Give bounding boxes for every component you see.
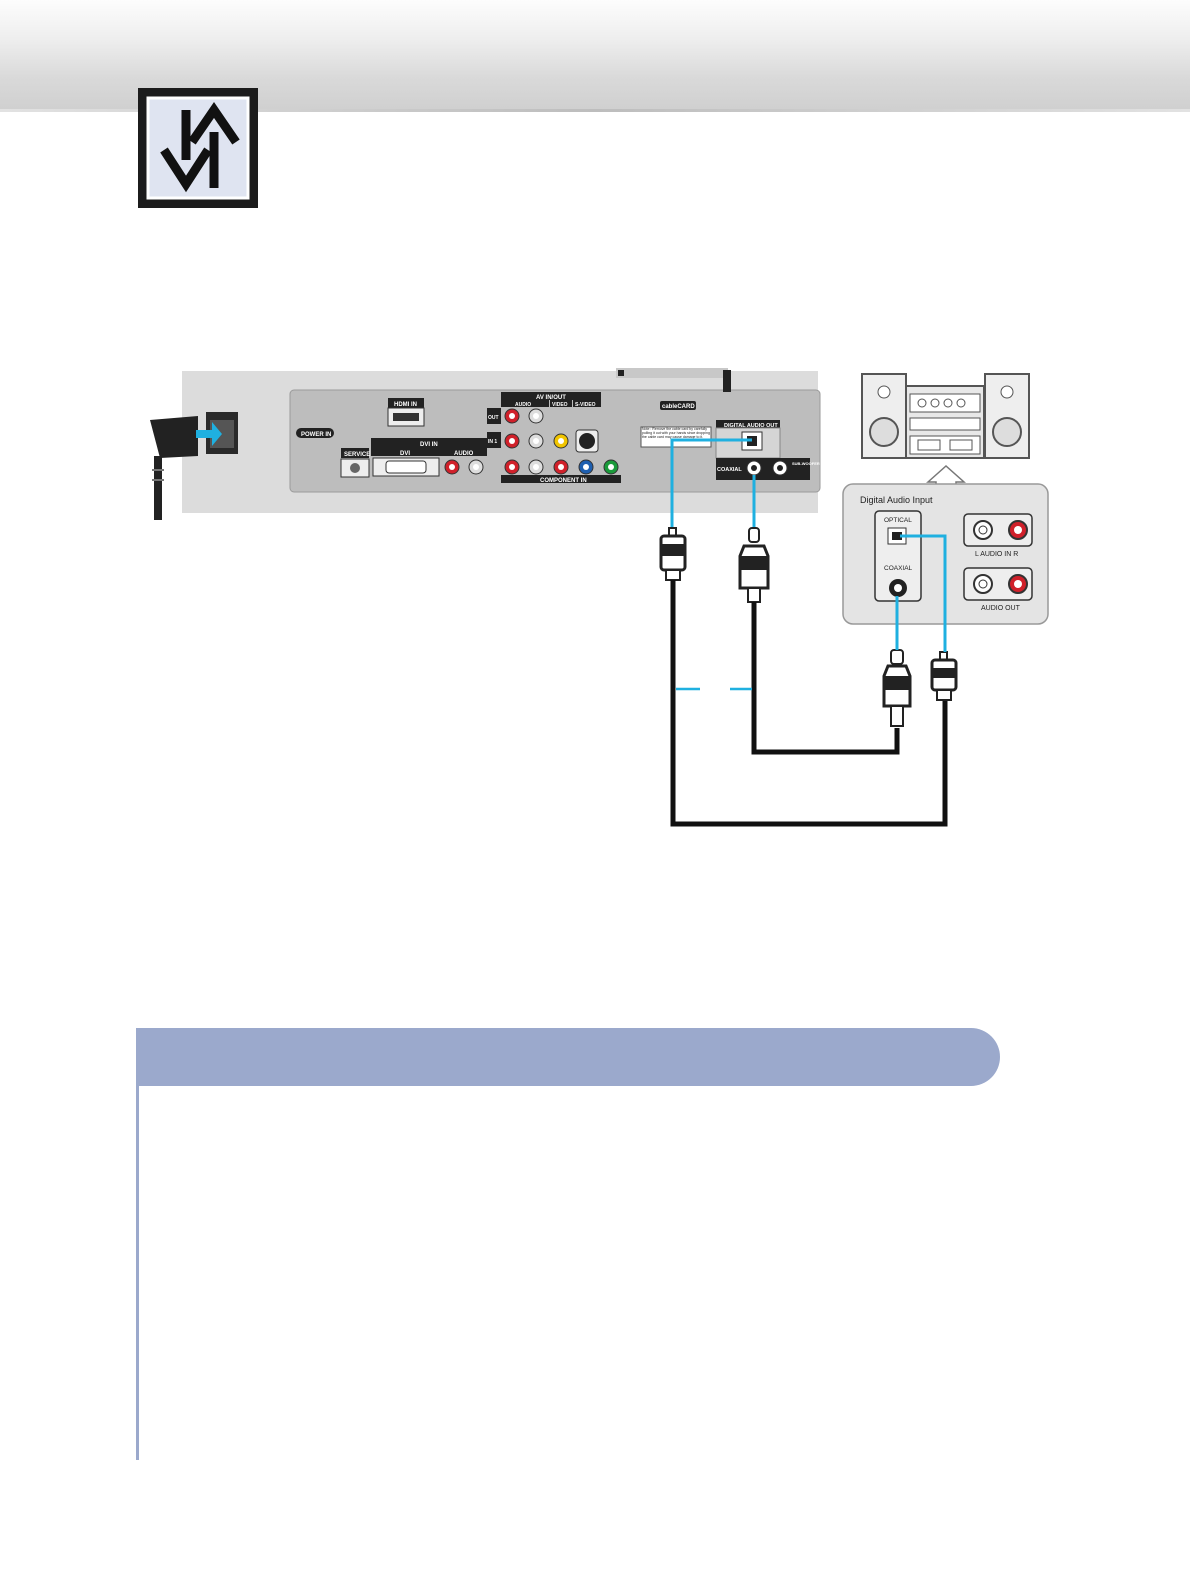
tv-coaxial-label: COAXIAL [717, 467, 742, 473]
audio-in-label: L AUDIO IN R [975, 551, 1018, 558]
power-plug-icon [150, 412, 238, 520]
digital-audio-out-label: DIGITAL AUDIO OUT [724, 423, 778, 429]
optical-plug-icon [930, 651, 958, 701]
audio-out-label: AUDIO OUT [981, 605, 1021, 612]
out-label: OUT [488, 415, 499, 421]
connection-arrows-icon [138, 88, 258, 208]
dvi-label: DVI [400, 451, 410, 457]
subwoofer-out-label: SUB-WOOFER OUT [792, 461, 830, 466]
component-in-label: COMPONENT IN [540, 478, 587, 484]
dvi-in-label: DVI IN [420, 442, 438, 448]
optical-label: OPTICAL [884, 517, 912, 524]
cablecard-note: Note : Remove the cable card by carefull… [642, 427, 710, 439]
av-in-out-label: AV IN/OUT [536, 395, 566, 401]
coaxial-plug-icon [738, 527, 770, 603]
note-header-bar [136, 1028, 1000, 1086]
digital-audio-input-title: Digital Audio Input [860, 495, 933, 505]
dvi-audio-label: AUDIO [454, 451, 474, 457]
s-video-label: S-VIDEO [575, 402, 596, 408]
system-coaxial-label: COAXIAL [884, 565, 913, 572]
cablecard-label: cableCARD [662, 404, 695, 410]
av-audio-label: AUDIO [515, 402, 531, 408]
optical-plug-icon [659, 527, 687, 581]
note-side-rule [136, 1086, 139, 1460]
power-in-label: POWER IN [301, 432, 331, 438]
connection-diagram: POWER IN SERVICE HDMI IN DVI IN DVI AUDI… [0, 360, 1190, 840]
service-label: SERVICE [344, 452, 370, 458]
coaxial-plug-icon [882, 649, 912, 727]
hdmi-in-label: HDMI IN [394, 402, 417, 408]
audio-system-icon [861, 373, 1030, 459]
in-1-label: IN 1 [488, 439, 497, 445]
video-label: VIDEO [552, 402, 568, 408]
